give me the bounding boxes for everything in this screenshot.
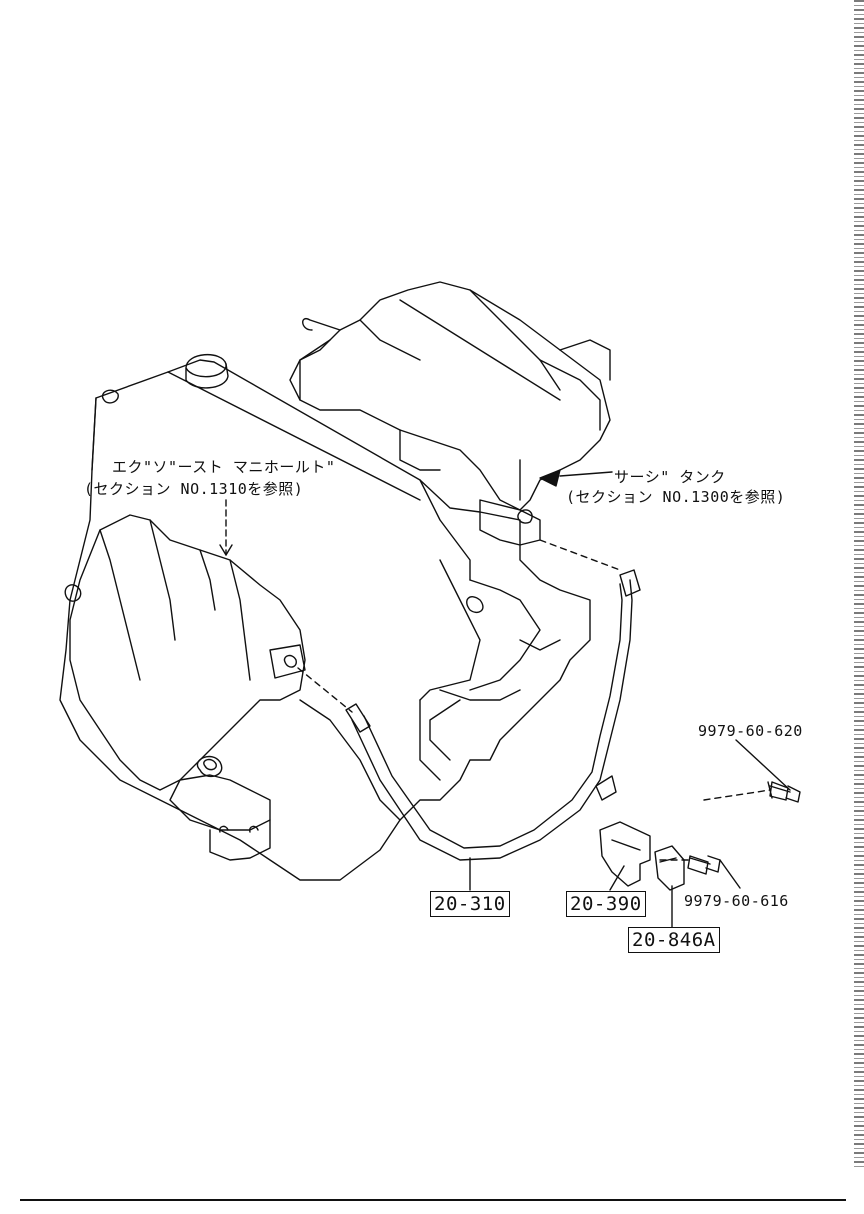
engine-block bbox=[59, 353, 591, 881]
exhaust-manifold bbox=[64, 514, 306, 861]
part-label-pipe: 20-310 bbox=[430, 891, 510, 917]
bolt-upper-icon bbox=[767, 781, 801, 803]
scan-edge-strip bbox=[854, 0, 864, 1170]
part-label-bracket: 20-390 bbox=[566, 891, 646, 917]
part-number-bolt-upper: 9979-60-620 bbox=[698, 722, 803, 740]
surge-tank-reference: (セクション NO.1300を参照) bbox=[566, 488, 786, 506]
connection-dashes bbox=[297, 539, 771, 861]
bolt-lower-icon bbox=[687, 855, 721, 875]
surge-tank bbox=[289, 281, 611, 546]
part-number-bolt-lower: 9979-60-616 bbox=[684, 892, 789, 910]
bracket-assembly bbox=[599, 821, 685, 891]
footer-rule bbox=[20, 1199, 846, 1201]
exhaust-manifold-label: エク"ソ"ースト マニホールト" bbox=[112, 458, 336, 476]
exhaust-manifold-reference: (セクション NO.1310を参照) bbox=[84, 480, 304, 498]
leader-lines bbox=[219, 469, 791, 929]
surge-tank-label: サーシ" タンク bbox=[614, 468, 726, 486]
water-pipe bbox=[345, 569, 641, 861]
part-label-clip: 20-846A bbox=[628, 927, 720, 953]
